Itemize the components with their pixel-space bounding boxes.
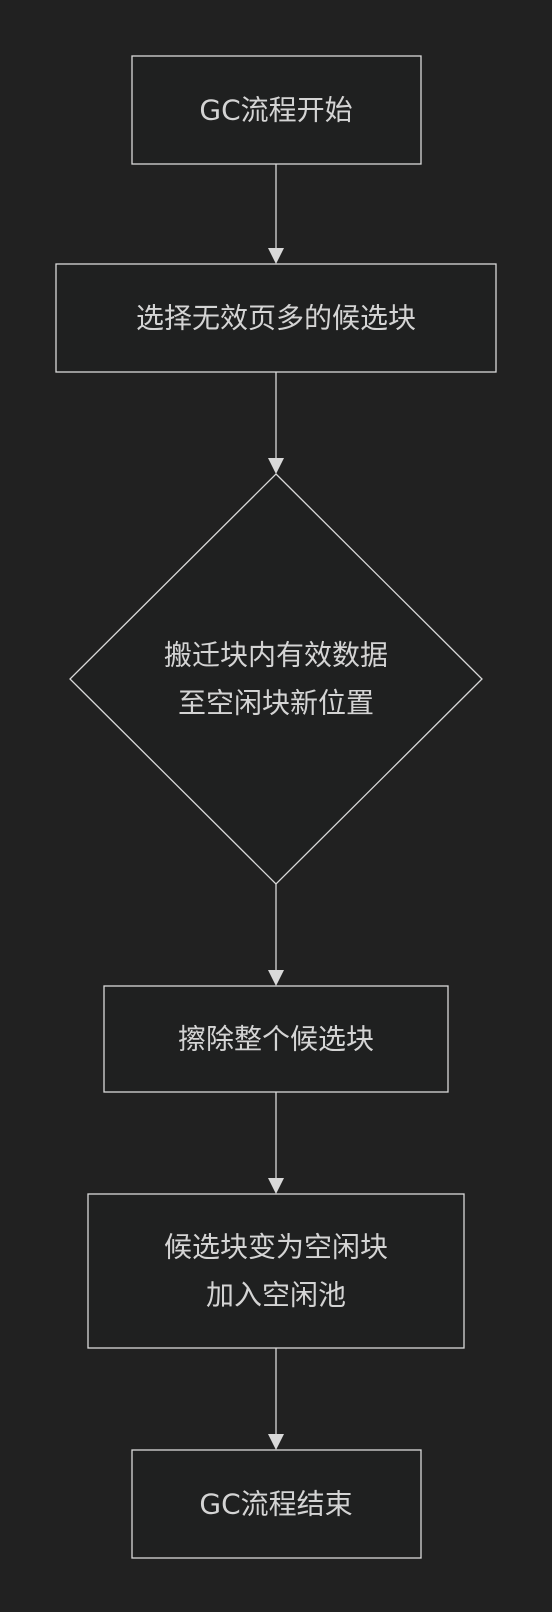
node-label-line-1: 候选块变为空闲块 — [164, 1231, 388, 1264]
node-label-line-2: 加入空闲池 — [206, 1279, 346, 1312]
node-gc-start: GC流程开始 — [131, 55, 422, 165]
node-label-line-1: 搬迁块内有效数据 — [164, 639, 388, 672]
node-add-to-free-pool: 候选块变为空闲块 加入空闲池 — [87, 1193, 465, 1349]
node-label: GC流程开始 — [199, 94, 352, 127]
edge-select-to-migrate — [268, 372, 284, 474]
node-migrate-valid-data: 搬迁块内有效数据 至空闲块新位置 — [69, 473, 483, 885]
arrow-head-icon — [268, 1178, 284, 1194]
edge-pool-to-end — [268, 1348, 284, 1450]
node-label: 选择无效页多的候选块 — [136, 302, 416, 335]
node-label: GC流程结束 — [199, 1488, 352, 1521]
node-select-candidate: 选择无效页多的候选块 — [55, 263, 497, 373]
edge-erase-to-pool — [268, 1092, 284, 1194]
edge-start-to-select — [268, 164, 284, 264]
arrow-head-icon — [268, 248, 284, 264]
node-label-line-2: 至空闲块新位置 — [178, 687, 374, 720]
edge-migrate-to-erase — [268, 884, 284, 986]
node-label: 擦除整个候选块 — [178, 1023, 374, 1056]
node-erase-candidate: 擦除整个候选块 — [103, 985, 449, 1093]
arrow-head-icon — [268, 970, 284, 986]
arrow-head-icon — [268, 1434, 284, 1450]
arrow-head-icon — [268, 458, 284, 474]
edges — [268, 164, 284, 1450]
node-gc-end: GC流程结束 — [131, 1449, 422, 1559]
